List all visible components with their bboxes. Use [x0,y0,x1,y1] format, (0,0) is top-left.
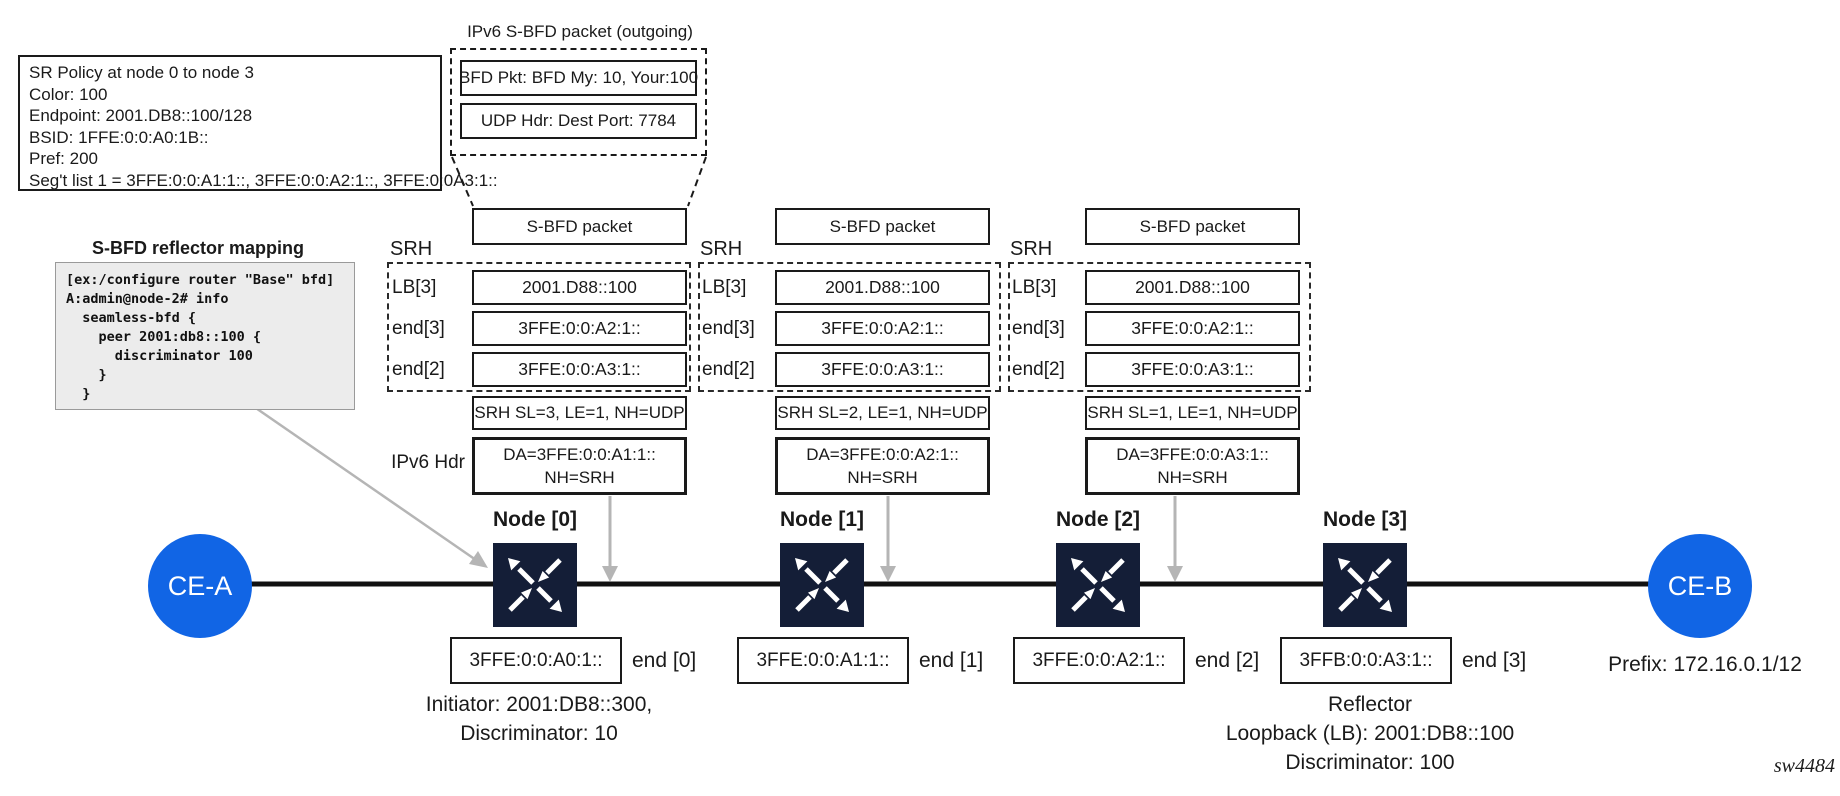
funnel-line-right [687,156,707,207]
reflector-mapping-code-box: [ex:/configure router "Base" bfd] A:admi… [55,262,355,410]
ipv6-hdr-box-1: DA=3FFE:0:0:A2:1:: NH=SRH [775,437,990,495]
node-2-end-label: end [2] [1195,648,1260,672]
sr-policy-line: Pref: 200 [29,149,98,168]
node-2-sid-box: 3FFE:0:0:A2:1:: [1013,637,1185,684]
ipv6-hdr-da: DA=3FFE:0:0:A1:1:: [503,445,656,464]
router-icon [1323,543,1407,627]
srh-summary-box-0: SRH SL=3, LE=1, NH=UDP [472,396,687,430]
srh-row-value: 2001.D88::100 [1085,270,1300,305]
code-line: seamless-bfd { [66,310,197,326]
sbfd-packet-box-0: S-BFD packet [472,208,687,245]
ipv6-hdr-nh: NH=SRH [544,468,615,487]
reflector-note-line: Loopback (LB): 2001:DB8::100 [1225,722,1515,745]
code-line: A:admin@node-2# info [66,291,229,307]
ce-a-node: CE-A [148,534,252,638]
srh-row-label: LB[3] [1012,276,1057,298]
code-line: } [66,367,107,383]
ce-b-label: CE-B [1667,570,1733,601]
node-3-label: Node [3] [1323,508,1407,531]
ipv6-hdr-box-2: DA=3FFE:0:0:A3:1:: NH=SRH [1085,437,1300,495]
ipv6-hdr-da: DA=3FFE:0:0:A2:1:: [806,445,959,464]
srh-row-value: 3FFE:0:0:A3:1:: [1085,352,1300,387]
node-3-end-label: end [3] [1462,648,1527,672]
srh-row-label: end[3] [392,317,445,339]
node-0-end-label: end [0] [632,648,697,672]
srh-summary-box-2: SRH SL=1, LE=1, NH=UDP [1085,396,1300,430]
srh-label-0: SRH [390,238,433,260]
srh-row-value: 3FFE:0:0:A2:1:: [1085,311,1300,346]
udp-header-field: UDP Hdr: Dest Port: 7784 [460,103,697,139]
srh-label-1: SRH [700,238,743,260]
srh-row-label: end[3] [1012,317,1065,339]
srh-row-value: 3FFE:0:0:A3:1:: [472,352,687,387]
packet-drop-arrowhead-0 [602,566,618,582]
node-0-sid-box: 3FFE:0:0:A0:1:: [450,637,622,684]
sr-policy-line: Color: 100 [29,84,108,104]
packet-drop-arrowhead-1 [880,566,896,582]
ipv6-hdr-da: DA=3FFE:0:0:A3:1:: [1116,445,1269,464]
srh-row-value: 3FFE:0:0:A2:1:: [472,311,687,346]
node-2-label: Node [2] [1056,508,1140,531]
code-line: peer 2001:db8::100 { [66,329,262,345]
reflector-mapping-title: S-BFD reflector mapping [91,238,305,258]
node-1-end-label: end [1] [919,648,984,672]
ce-b-prefix-note: Prefix: 172.16.0.1/12 [1608,653,1802,676]
sbfd-packet-box-2: S-BFD packet [1085,208,1300,245]
srh-row-value: 2001.D88::100 [472,270,687,305]
srh-row-label: LB[3] [702,276,747,298]
code-line: discriminator 100 [66,348,253,364]
ce-b-node: CE-B [1648,534,1752,638]
router-icon [493,543,577,627]
srh-row-value: 3FFE:0:0:A2:1:: [775,311,990,346]
node-1-sid-box: 3FFE:0:0:A1:1:: [737,637,909,684]
sr-policy-line: Endpoint: 2001.DB8::100/128 [29,106,253,125]
srh-row-label: end[2] [1012,358,1065,380]
srh-row-label: end[2] [392,358,445,380]
router-icon [780,543,864,627]
srh-row-label: end[3] [702,317,755,339]
srh-row-value: 2001.D88::100 [775,270,990,305]
reflector-note-line: Discriminator: 100 [1285,751,1455,774]
srh-row-value: 3FFE:0:0:A3:1:: [775,352,990,387]
packet-drop-arrowhead-2 [1167,566,1183,582]
figure-id: sw4484 [1773,755,1835,777]
srh-row-label: LB[3] [392,276,437,298]
reflector-mapping-arrowhead [469,551,488,568]
sr-policy-info-box: SR Policy at node 0 to node 3 Color: 100… [18,55,498,191]
ce-a-label: CE-A [167,570,233,601]
srh-row-label: end[2] [702,358,755,380]
outgoing-packet-dashed-box: BFD Pkt: BFD My: 10, Your:100 UDP Hdr: D… [450,48,707,156]
initiator-note-line: Initiator: 2001:DB8::300, [425,693,653,716]
sr-policy-line: BSID: 1FFE:0:0:A0:1B:: [29,127,209,147]
code-line: [ex:/configure router "Base" bfd] [66,272,335,288]
srh-summary-box-1: SRH SL=2, LE=1, NH=UDP [775,396,990,430]
router-icon [1056,543,1140,627]
code-line: } [66,386,91,402]
node-1-label: Node [1] [780,508,864,531]
srh-dashed-box-1 [698,262,1001,392]
sr-policy-line: Seg't list 1 = 3FFE:0:0:A1:1::, 3FFE:0:0… [29,170,498,190]
srh-dashed-box-2 [1008,262,1311,392]
ipv6-hdr-label: IPv6 Hdr [391,452,465,473]
node-3-sid-box: 3FFB:0:0:A3:1:: [1280,637,1452,684]
ipv6-hdr-box-0: DA=3FFE:0:0:A1:1:: NH=SRH [472,437,687,495]
reflector-note-line: Reflector [1327,693,1413,716]
sr-policy-line: SR Policy at node 0 to node 3 [29,63,254,82]
srh-label-2: SRH [1010,238,1053,260]
reflector-note: Reflector Loopback (LB): 2001:DB8::100 D… [1210,690,1530,777]
srh-dashed-box-0 [387,262,691,392]
bfd-packet-field: BFD Pkt: BFD My: 10, Your:100 [459,60,698,96]
initiator-note-line: Discriminator: 10 [460,722,618,745]
ipv6-hdr-nh: NH=SRH [1157,468,1228,487]
outgoing-packet-title: IPv6 S-BFD packet (outgoing) [467,22,693,41]
reflector-mapping-arrow [249,402,477,562]
initiator-note: Initiator: 2001:DB8::300, Discriminator:… [389,690,689,748]
sbfd-packet-box-1: S-BFD packet [775,208,990,245]
node-0-label: Node [0] [493,508,577,531]
ipv6-hdr-nh: NH=SRH [847,468,918,487]
